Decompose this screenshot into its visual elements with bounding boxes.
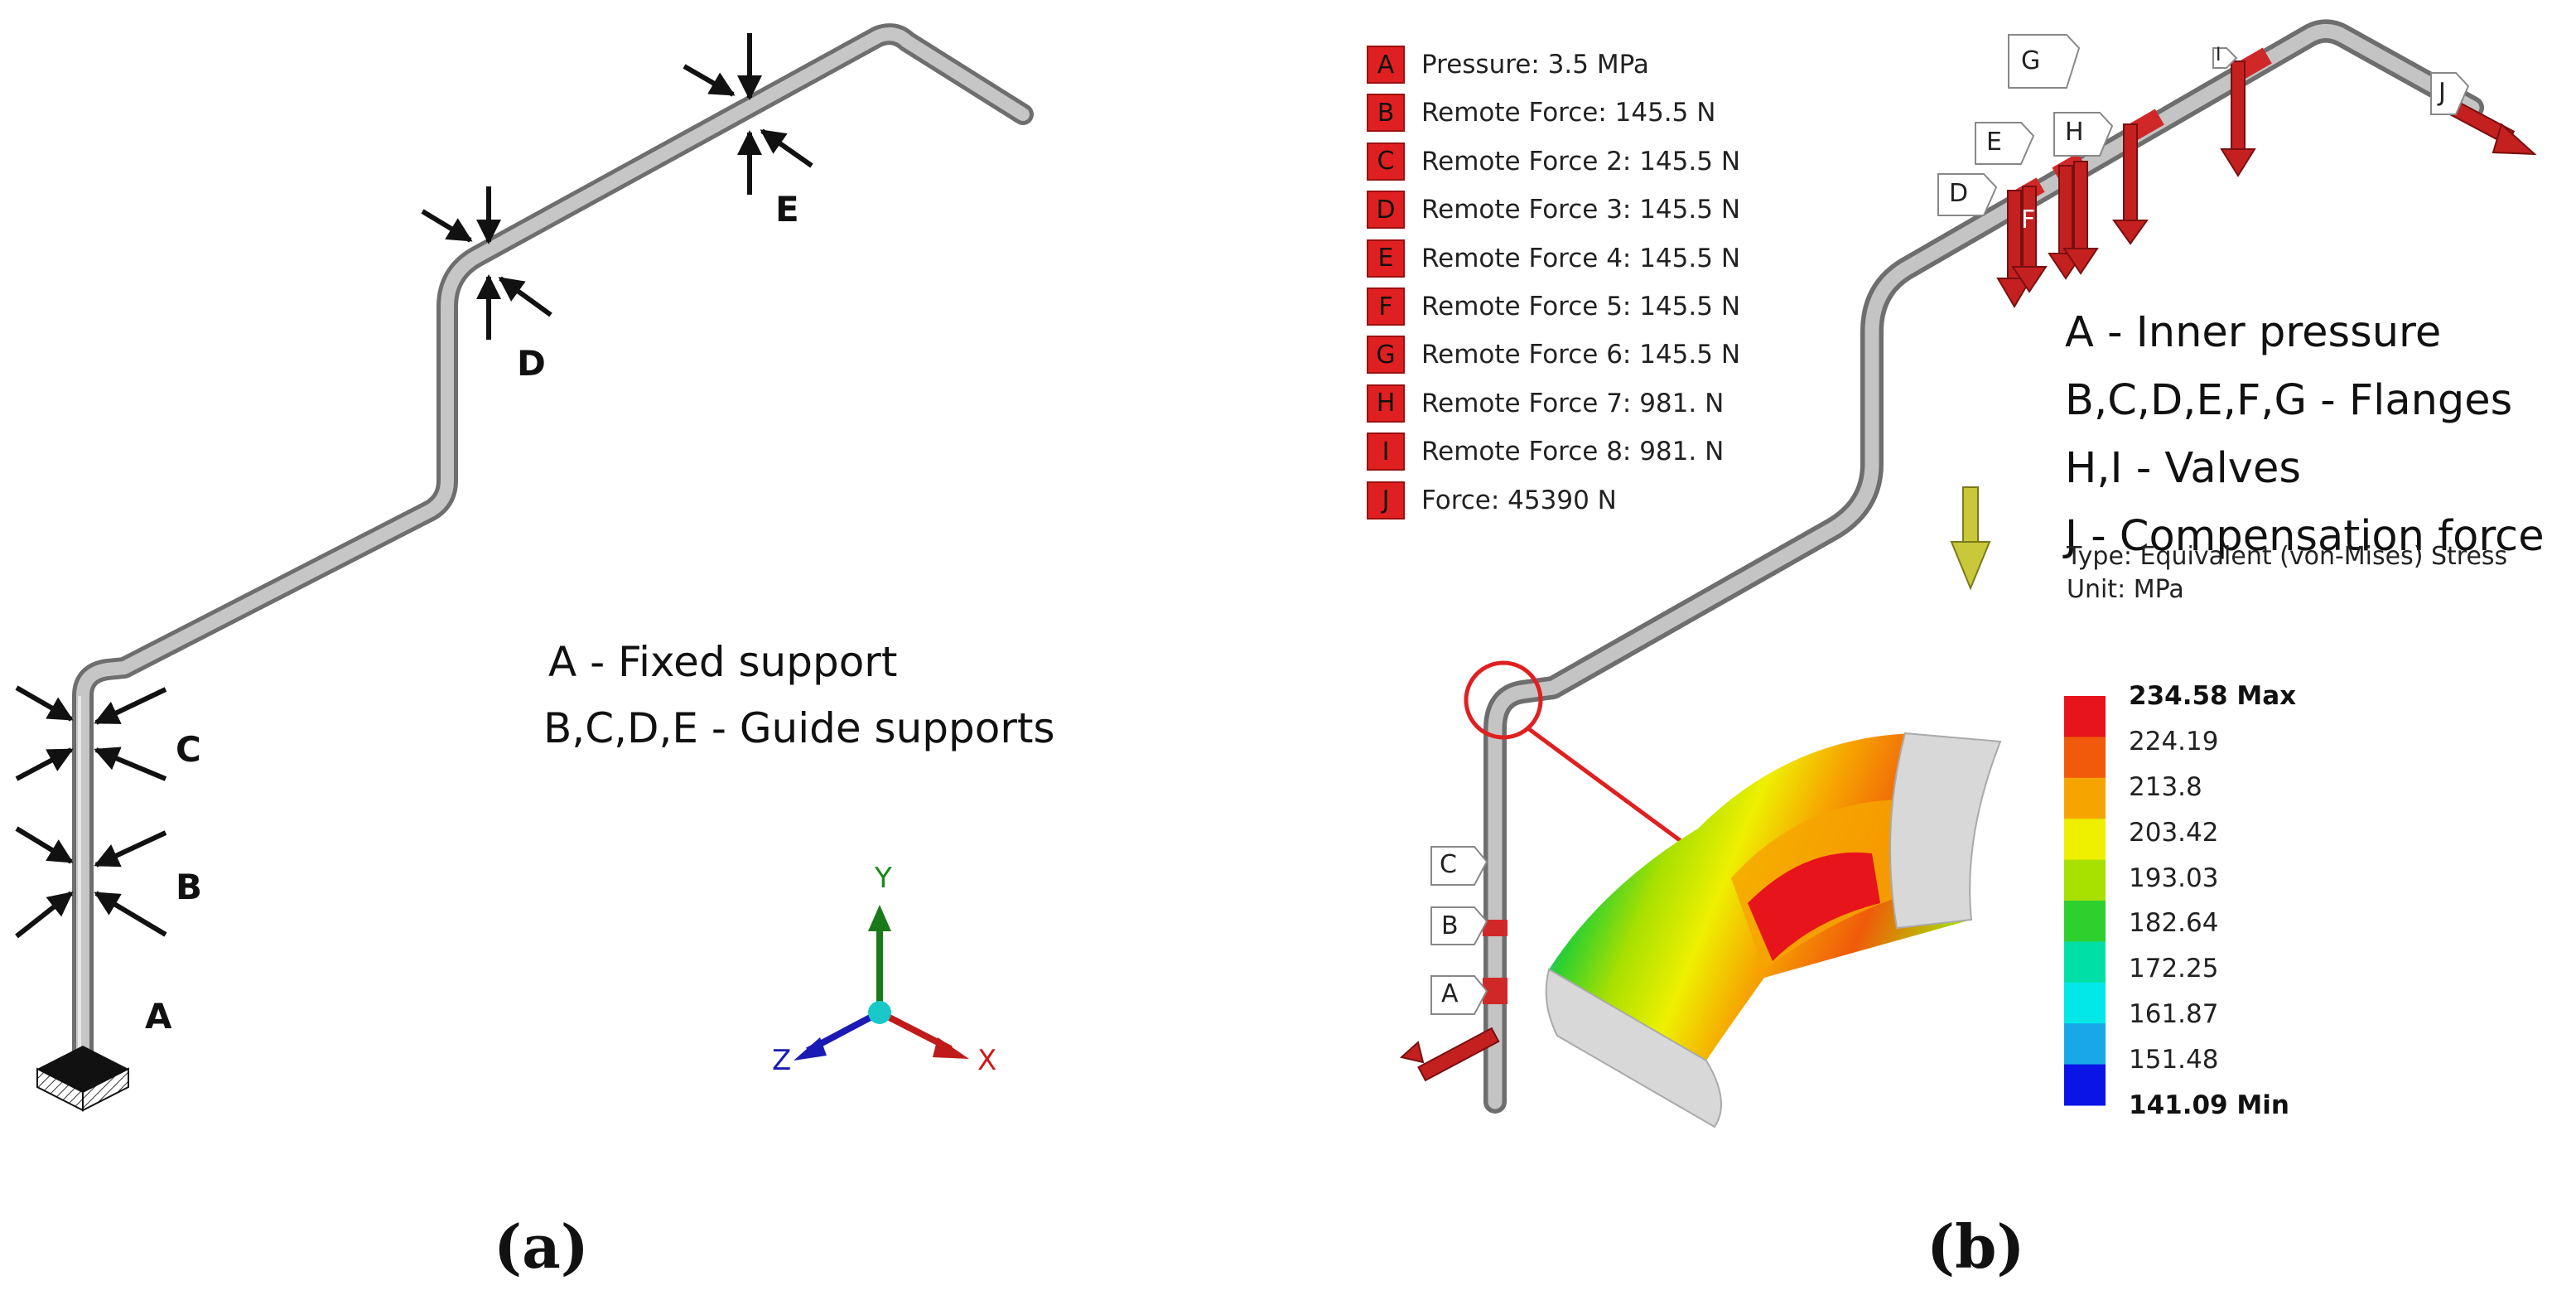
result-unit: Unit: MPa	[2067, 575, 2184, 604]
axis-z-label: Z	[772, 1044, 792, 1077]
caption-a: (a)	[494, 1211, 589, 1282]
zoom-circle	[1464, 660, 1543, 740]
pipe-b	[1483, 19, 2484, 1114]
yellow-arrow	[1950, 486, 1991, 591]
load-row: C Remote Force 2: 145.5 N	[1367, 142, 1740, 181]
colorbar-label: 161.87	[2129, 999, 2219, 1030]
tag-g: G	[2021, 46, 2041, 75]
legend-a-guides: B,C,D,E - Guide supports	[543, 704, 1055, 752]
colorbar-label: 213.8	[2129, 771, 2202, 802]
load-row: H Remote Force 7: 981. N	[1367, 384, 1724, 423]
load-row: I Remote Force 8: 981. N	[1367, 432, 1724, 471]
colorbar-swatch	[2064, 901, 2106, 942]
caption-b: (b)	[1927, 1211, 2025, 1282]
node-label-b: B	[176, 867, 203, 907]
force-arrows	[1399, 60, 2537, 1082]
legend-a-fixed: A - Fixed support	[548, 638, 898, 686]
legend-b-valves: H,I - Valves	[2065, 444, 2301, 493]
guide-arrows	[15, 33, 813, 939]
colorbar-label: 141.09 Min	[2129, 1090, 2289, 1120]
load-text: Force: 45390 N	[1421, 485, 1617, 515]
zoom-pointer	[1527, 727, 1705, 859]
load-text: Remote Force 4: 145.5 N	[1421, 243, 1741, 273]
tag-h: H	[2065, 118, 2084, 147]
load-row: A Pressure: 3.5 MPa	[1367, 45, 1649, 85]
load-text: Remote Force 8: 981. N	[1421, 437, 1725, 467]
load-key: D	[1367, 191, 1405, 230]
tag-e: E	[1986, 128, 2002, 157]
node-label-e: E	[775, 189, 799, 230]
colorbar-label: 182.64	[2129, 908, 2219, 939]
legend-b-flanges: B,C,D,E,F,G - Flanges	[2065, 376, 2513, 425]
load-row: B Remote Force: 145.5 N	[1367, 93, 1715, 133]
colorbar-swatch	[2064, 982, 2106, 1024]
node-label-a: A	[145, 996, 172, 1037]
colorbar-swatch	[2064, 859, 2106, 901]
load-row: J Force: 45390 N	[1367, 481, 1617, 520]
axis-y-label: Y	[875, 862, 892, 895]
tag-callouts	[1430, 34, 2470, 1015]
load-row: F Remote Force 5: 145.5 N	[1367, 287, 1740, 326]
tag-j: J	[2439, 78, 2446, 107]
fixed-support-icon	[36, 1046, 129, 1112]
legend-b-pressure: A - Inner pressure	[2065, 308, 2442, 357]
node-label-c: C	[176, 729, 201, 770]
result-type: Type: Equivalent (von-Mises) Stress	[2067, 542, 2508, 571]
load-key: E	[1367, 239, 1405, 278]
load-key: G	[1367, 336, 1405, 375]
colorbar-swatch	[2064, 777, 2106, 819]
node-label-d: D	[517, 343, 546, 384]
axis-x-label: X	[977, 1044, 997, 1077]
load-text: Remote Force 7: 981. N	[1421, 388, 1725, 418]
colorbar-label: 151.48	[2129, 1045, 2219, 1075]
load-text: Pressure: 3.5 MPa	[1421, 50, 1649, 80]
tag-f: F	[2021, 205, 2036, 234]
colorbar-swatch	[2064, 737, 2106, 779]
legend-b-compensation: J - Compensation force	[2065, 512, 2545, 561]
colorbar-label: 234.58 Max	[2129, 681, 2297, 711]
pipe-a	[72, 23, 1034, 1067]
colorbar-swatch	[2064, 1023, 2106, 1066]
tag-c: C	[1440, 850, 1457, 879]
load-row: E Remote Force 4: 145.5 N	[1367, 239, 1740, 278]
colorbar-label: 224.19	[2129, 726, 2219, 756]
load-key: C	[1367, 142, 1405, 181]
colorbar-label: 172.25	[2129, 954, 2219, 984]
load-key: F	[1367, 288, 1405, 326]
elbow-stress-detail	[1545, 732, 2002, 1128]
load-key: B	[1367, 94, 1405, 133]
colorbar-label: 203.42	[2129, 817, 2219, 848]
colorbar	[2064, 696, 2106, 1106]
axis-triad	[794, 905, 969, 1061]
load-row: G Remote Force 6: 145.5 N	[1367, 335, 1740, 375]
load-key: I	[1367, 433, 1405, 471]
colorbar-swatch	[2064, 696, 2106, 737]
colorbar-swatch	[2064, 941, 2106, 983]
colorbar-label: 193.03	[2129, 863, 2219, 893]
load-text: Remote Force: 145.5 N	[1421, 98, 1716, 128]
load-text: Remote Force 5: 145.5 N	[1421, 292, 1741, 321]
load-text: Remote Force 2: 145.5 N	[1421, 146, 1741, 176]
load-key: H	[1367, 384, 1405, 423]
load-text: Remote Force 6: 145.5 N	[1421, 340, 1741, 370]
load-key: J	[1367, 481, 1405, 520]
load-row: D Remote Force 3: 145.5 N	[1367, 190, 1740, 230]
colorbar-swatch	[2064, 1064, 2106, 1106]
tag-a: A	[1441, 979, 1459, 1008]
colorbar-swatch	[2064, 819, 2106, 861]
tag-d: D	[1949, 179, 1969, 208]
load-text: Remote Force 3: 145.5 N	[1421, 195, 1741, 225]
tag-i: I	[2216, 45, 2221, 65]
load-key: A	[1367, 46, 1405, 84]
tag-b: B	[1441, 911, 1459, 940]
